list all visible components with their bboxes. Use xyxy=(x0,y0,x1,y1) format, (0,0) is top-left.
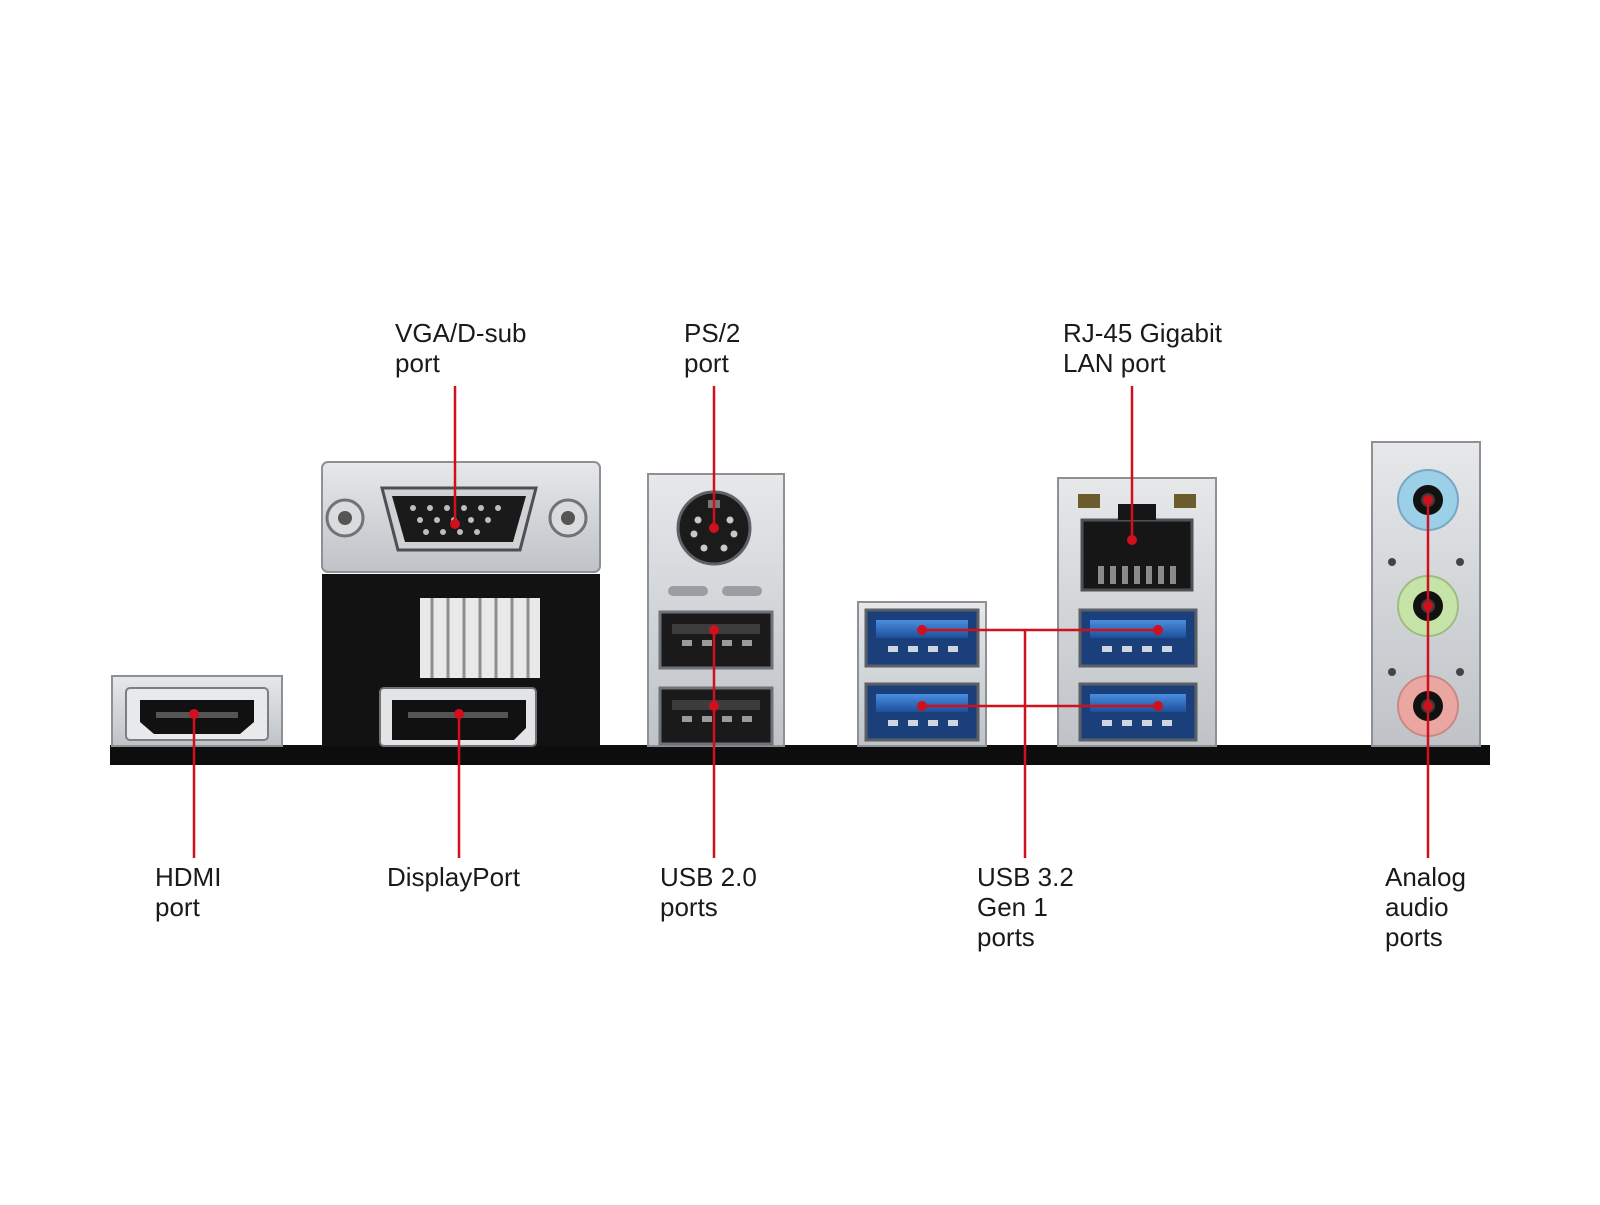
rj45-usb3-stack xyxy=(1057,477,1217,747)
vga-port-icon xyxy=(321,461,601,746)
usb3-port-icon xyxy=(864,682,980,742)
usb3-left-stack xyxy=(857,601,987,747)
label-rj45: RJ-45 Gigabit LAN port xyxy=(1063,318,1222,378)
label-vga: VGA/D-sub port xyxy=(395,318,527,378)
motherboard-edge-rail xyxy=(110,745,1490,765)
label-hdmi: HDMI port xyxy=(155,862,222,922)
usb3-port-icon xyxy=(1078,608,1198,668)
label-displayport: DisplayPort xyxy=(387,862,520,892)
usb2-port-icon xyxy=(658,610,774,670)
usb3-port-icon xyxy=(1078,682,1198,742)
audio-stack xyxy=(1371,441,1481,747)
leader-lines xyxy=(189,386,1433,858)
label-ps2: PS/2 port xyxy=(684,318,741,378)
label-usb20: USB 2.0 ports xyxy=(660,862,757,922)
rj45-port-icon xyxy=(1078,494,1196,592)
usb2-port-icon xyxy=(658,686,774,746)
label-audio: Analog audio ports xyxy=(1385,862,1466,952)
label-usb32: USB 3.2 Gen 1 ports xyxy=(977,862,1074,952)
usb3-port-icon xyxy=(864,608,980,668)
